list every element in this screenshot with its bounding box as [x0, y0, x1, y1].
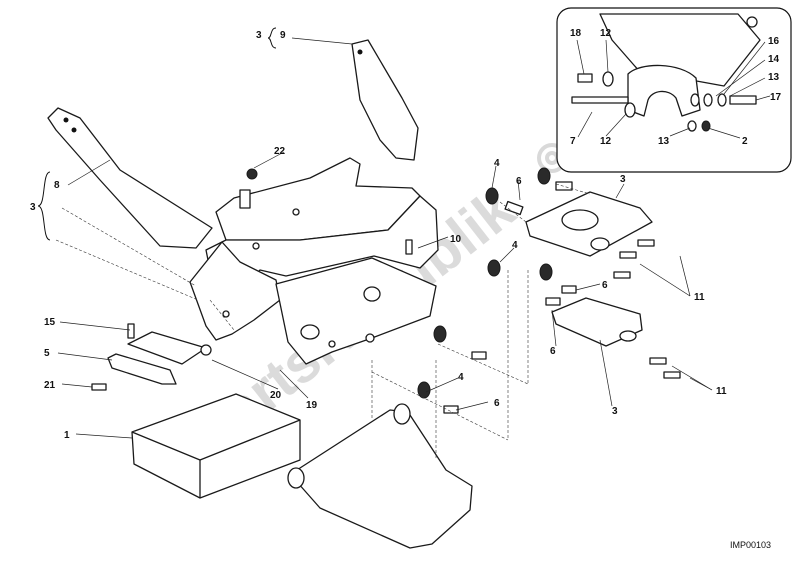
leader-lines — [57, 37, 713, 439]
brace-3-9 — [267, 27, 277, 49]
callout-21: 21 — [44, 380, 56, 391]
callout-15: 15 — [44, 317, 56, 328]
washer — [687, 120, 697, 132]
washer — [602, 71, 614, 87]
spacer — [703, 93, 713, 107]
screw-21 — [91, 383, 107, 391]
shield-grommet — [393, 403, 411, 425]
callout-3: 3 — [30, 202, 36, 213]
strap-hole — [71, 127, 77, 133]
callout-3: 3 — [612, 406, 618, 417]
bracket-bolt — [239, 189, 251, 209]
upper-right-bracket — [525, 191, 653, 257]
callout-13: 13 — [658, 136, 670, 147]
callout-19: 19 — [306, 400, 318, 411]
callout-6: 6 — [494, 398, 500, 409]
wire-clip — [107, 353, 177, 385]
callout-4: 4 — [512, 240, 518, 251]
callout-8: 8 — [54, 180, 60, 191]
callout-2: 2 — [742, 136, 748, 147]
left-strap — [47, 107, 213, 249]
callout-11: 11 — [694, 292, 705, 303]
washer — [624, 102, 636, 118]
frame-nut — [746, 16, 758, 28]
callout-22: 22 — [274, 146, 286, 157]
strap-hole — [357, 49, 363, 55]
screw — [729, 95, 757, 105]
callout-6: 6 — [516, 176, 522, 187]
callout-13: 13 — [768, 72, 780, 83]
callout-16: 16 — [768, 36, 780, 47]
callout-12: 12 — [600, 136, 612, 147]
callout-4: 4 — [494, 158, 500, 169]
diagram-code: IMP00103 — [730, 540, 771, 550]
callout-12: 12 — [600, 28, 612, 39]
callouts: 3 9 22 3 8 10 15 5 21 1 20 19 4 6 3 4 6 … — [30, 28, 782, 441]
undertray-bracket — [189, 157, 439, 365]
callout-14: 14 — [768, 54, 780, 65]
strap-hole — [63, 117, 69, 123]
callout-20: 20 — [270, 390, 282, 401]
callout-17: 17 — [770, 92, 782, 103]
callout-6: 6 — [550, 346, 556, 357]
nut-22 — [246, 168, 258, 180]
inset-detail — [556, 7, 792, 173]
screw-15 — [127, 323, 135, 339]
brace-3-8 — [37, 171, 51, 241]
callout-3: 3 — [620, 174, 626, 185]
mount-plate — [127, 331, 207, 365]
callout-10: 10 — [450, 234, 462, 245]
callout-3: 3 — [256, 30, 262, 41]
fastener-20 — [200, 344, 212, 356]
mount-bracket — [627, 64, 701, 117]
callout-6: 6 — [602, 280, 608, 291]
callout-18: 18 — [570, 28, 582, 39]
callout-4: 4 — [458, 372, 464, 383]
shield-grommet — [287, 467, 305, 489]
washer — [717, 93, 727, 107]
battery-box — [131, 393, 301, 499]
long-bolt — [571, 96, 629, 104]
nut — [701, 120, 711, 132]
washer — [690, 93, 700, 107]
callout-5: 5 — [44, 348, 50, 359]
assembly-lines — [55, 183, 591, 460]
callout-1: 1 — [64, 430, 70, 441]
callout-9: 9 — [280, 30, 286, 41]
bracket-stud — [405, 239, 413, 255]
lower-shield — [289, 409, 473, 549]
lower-right-bracket — [551, 297, 643, 347]
fastener-cluster — [417, 167, 681, 414]
right-strap — [351, 39, 419, 161]
callout-7: 7 — [570, 136, 576, 147]
short-bolt — [577, 73, 593, 83]
callout-11: 11 — [716, 386, 727, 397]
